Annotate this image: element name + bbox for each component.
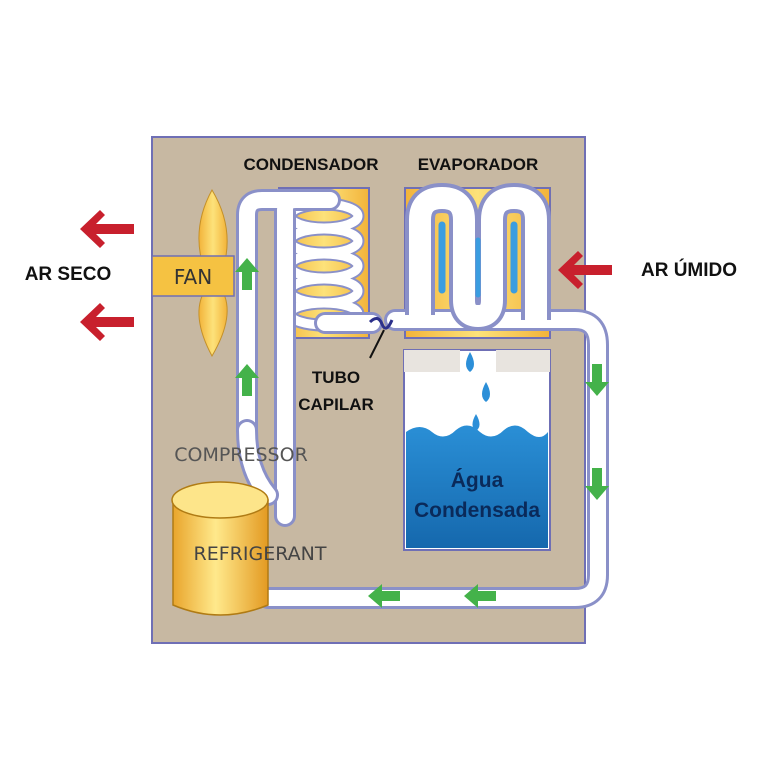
- refrigerant-label: REFRIGERANT: [194, 543, 327, 565]
- water-drops: [466, 352, 490, 431]
- humid-air-label: AR ÚMIDO: [641, 259, 737, 281]
- water-drop-icon: [472, 414, 480, 431]
- air-flow-arrow-icon: [558, 251, 612, 289]
- refrigerant-flow-arrows: [235, 258, 609, 608]
- refrigerant-flow-arrow-icon: [235, 364, 259, 396]
- refrigerant-flow-arrow-icon: [368, 584, 400, 608]
- fan-label: FAN: [174, 265, 212, 289]
- water-label-line2: Condensada: [414, 499, 540, 522]
- air-flow-arrows: [80, 210, 612, 341]
- condensed-water: [406, 425, 548, 548]
- air-flow-arrow-icon: [80, 210, 134, 248]
- refrigerant-tube: [236, 189, 609, 609]
- refrigerant-flow-arrow-icon: [585, 364, 609, 396]
- air-flow-arrow-icon: [80, 303, 134, 341]
- evaporator-coil: [405, 183, 551, 331]
- dry-air-label: AR SECO: [25, 264, 112, 285]
- compressor-label: COMPRESSOR: [174, 444, 308, 466]
- capillary-label-line2: CAPILAR: [298, 395, 374, 414]
- fan-icon: [151, 188, 235, 358]
- refrigerant-flow-arrow-icon: [585, 468, 609, 500]
- water-drop-icon: [482, 382, 490, 402]
- capillary-tube: [368, 317, 394, 359]
- compressor: [171, 481, 269, 616]
- refrigerant-flow-arrow-icon: [464, 584, 496, 608]
- capillary-label-line1: TUBO: [312, 368, 360, 387]
- water-drop-icon: [466, 352, 474, 372]
- water-label-line1: Água: [451, 469, 504, 492]
- water-tank: [403, 349, 551, 551]
- refrigerant-flow-arrow-icon: [235, 258, 259, 290]
- evaporator-label: EVAPORADOR: [418, 155, 539, 174]
- condenser-label: CONDENSADOR: [243, 155, 378, 174]
